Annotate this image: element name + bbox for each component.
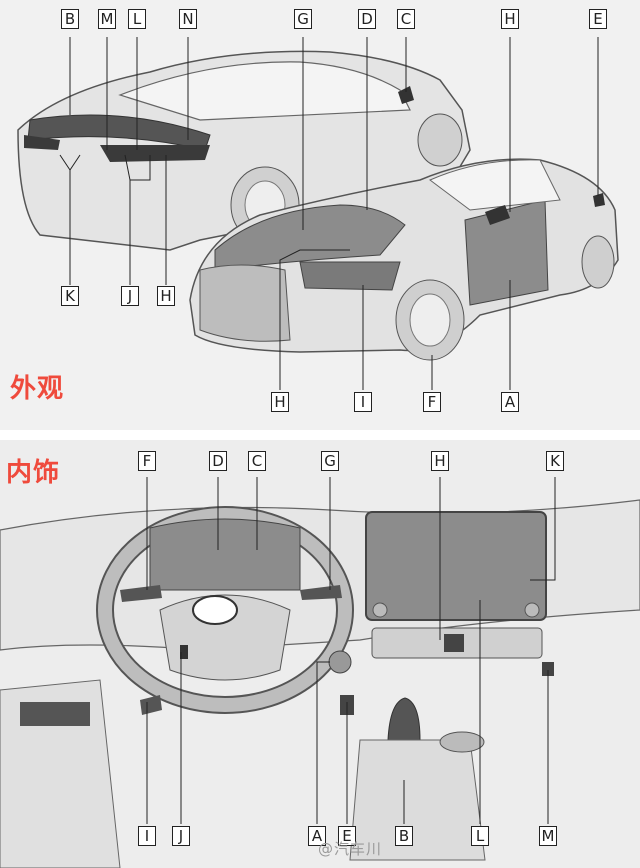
int-callout-d[interactable]: D	[209, 451, 227, 471]
int-callout-b[interactable]: B	[395, 826, 413, 846]
ext-callout-e[interactable]: E	[589, 9, 607, 29]
int-callout-a[interactable]: A	[308, 826, 326, 846]
int-callout-k[interactable]: K	[546, 451, 564, 471]
exterior-panel: 外观 B M L N G D C H E K J H H I F A	[0, 0, 640, 430]
ext-callout-i[interactable]: I	[354, 392, 372, 412]
int-callout-j[interactable]: J	[172, 826, 190, 846]
int-callout-i[interactable]: I	[138, 826, 156, 846]
ext-callout-m[interactable]: M	[98, 9, 116, 29]
exterior-illustration	[17, 37, 619, 390]
int-callout-m[interactable]: M	[539, 826, 557, 846]
ext-callout-g[interactable]: G	[294, 9, 312, 29]
int-callout-c[interactable]: C	[248, 451, 266, 471]
interior-panel: 内饰 F D C G H K I J A E B L M	[0, 440, 640, 868]
int-callout-f[interactable]: F	[138, 451, 156, 471]
ext-callout-n[interactable]: N	[179, 9, 197, 29]
ext-callout-f[interactable]: F	[423, 392, 441, 412]
ext-callout-k[interactable]: K	[61, 286, 79, 306]
ext-callout-b[interactable]: B	[61, 9, 79, 29]
int-callout-h[interactable]: H	[431, 451, 449, 471]
interior-illustration	[0, 477, 640, 868]
interior-section-title: 内饰	[6, 458, 61, 488]
watermark-text: @汽车川	[318, 840, 383, 858]
ext-callout-c[interactable]: C	[397, 9, 415, 29]
ext-callout-d[interactable]: D	[358, 9, 376, 29]
ext-callout-h-front[interactable]: H	[271, 392, 289, 412]
ext-callout-h[interactable]: H	[501, 9, 519, 29]
int-callout-e[interactable]: E	[338, 826, 356, 846]
int-callout-l[interactable]: L	[471, 826, 489, 846]
ext-callout-h-rear[interactable]: H	[157, 286, 175, 306]
ext-callout-l[interactable]: L	[128, 9, 146, 29]
ext-callout-j[interactable]: J	[121, 286, 139, 306]
int-callout-g[interactable]: G	[321, 451, 339, 471]
ext-callout-a[interactable]: A	[501, 392, 519, 412]
exterior-section-title: 外观	[10, 374, 65, 404]
